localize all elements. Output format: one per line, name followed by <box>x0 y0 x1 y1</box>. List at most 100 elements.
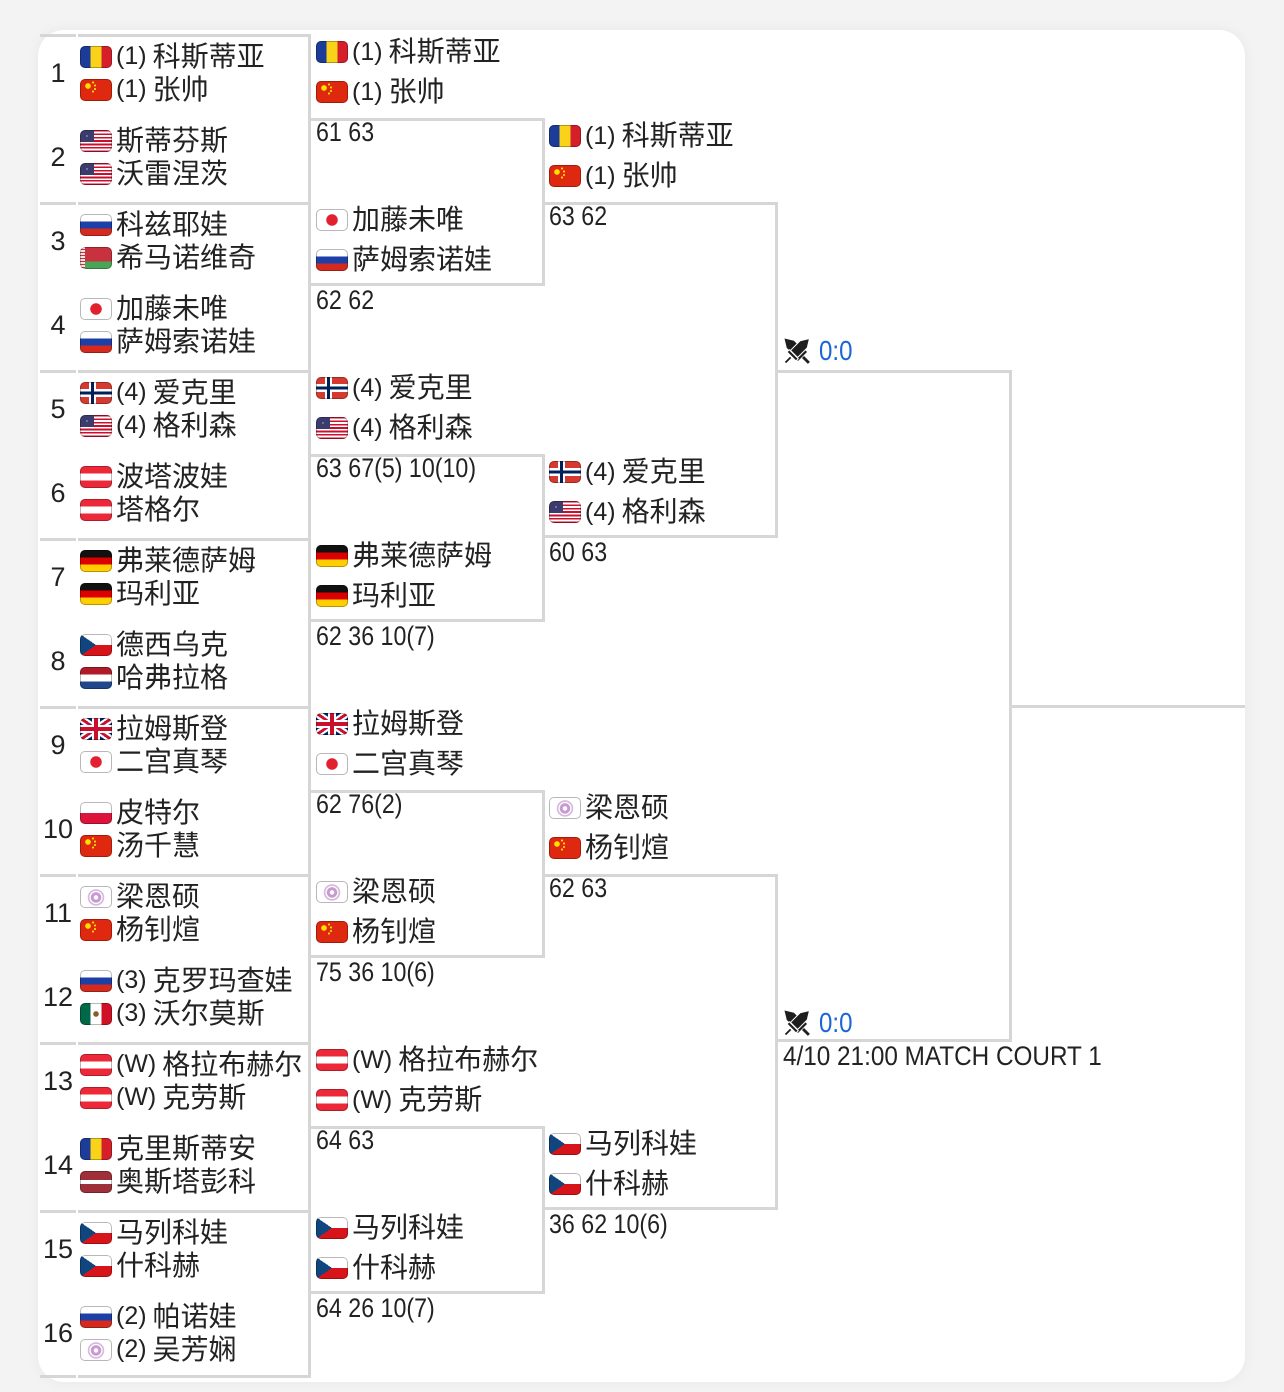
team-entry[interactable]: 弗莱德萨姆 玛利亚 62 36 10(7) <box>316 538 542 650</box>
team-players: (1)科斯蒂亚 (1)张帅 <box>549 116 734 196</box>
player-row: (4)格利森 <box>80 409 237 442</box>
team-entry[interactable]: (W)格拉布赫尔 (W)克劳斯 <box>80 1042 308 1126</box>
player-row: 什科赫 <box>80 1249 228 1282</box>
match-box <box>78 34 311 202</box>
flag-icon <box>80 1053 112 1076</box>
player-row: 克里斯蒂安 <box>80 1132 256 1165</box>
team-entry[interactable]: 加藤未唯 萨姆索诺娃 <box>80 286 308 370</box>
team-entry[interactable]: 梁恩硕 杨钊煊 75 36 10(6) <box>316 872 542 986</box>
player-name: 加藤未唯 <box>116 292 229 325</box>
player-name: 玛利亚 <box>116 577 201 610</box>
player-name: 科斯蒂亚 <box>621 119 734 152</box>
team-entry[interactable]: 德西乌克 哈弗拉格 <box>80 622 308 706</box>
team-players: 波塔波娃 塔格尔 <box>80 460 228 526</box>
draw-position-number: 5 <box>50 393 66 424</box>
team-players: (W)格拉布赫尔 (W)克劳斯 <box>80 1048 302 1114</box>
match-box <box>545 202 778 538</box>
team-entry[interactable]: 波塔波娃 塔格尔 <box>80 454 308 538</box>
team-entry[interactable]: 斯蒂芬斯 沃雷涅茨 <box>80 118 308 202</box>
flag-icon <box>80 633 112 656</box>
flag-icon <box>80 381 112 404</box>
match-score: 64 63 <box>316 1126 384 1154</box>
flag-icon <box>549 837 581 859</box>
team-entry[interactable]: (4)爱克里 (4)格利森 <box>80 370 308 454</box>
team-entry[interactable]: 马列科娃 什科赫 36 62 10(6) <box>549 1126 775 1238</box>
player-row: 梁恩硕 <box>316 872 436 912</box>
draw-position-number: 10 <box>42 813 74 844</box>
player-name: 沃尔莫斯 <box>152 997 265 1030</box>
player-name: 梁恩硕 <box>116 880 201 913</box>
flag-icon <box>316 209 348 231</box>
player-row: 汤千慧 <box>80 829 200 862</box>
player-name: 弗莱德萨姆 <box>352 539 493 572</box>
match-box <box>778 370 1012 1042</box>
flag-icon <box>80 330 112 353</box>
flag-icon <box>80 1305 112 1328</box>
draw-position-number: 13 <box>42 1065 74 1096</box>
match-box <box>78 370 311 538</box>
team-entry[interactable]: 弗莱德萨姆 玛利亚 <box>80 538 308 622</box>
team-entry[interactable]: (1)科斯蒂亚 (1)张帅 63 62 <box>549 116 775 230</box>
flag-icon <box>80 1338 112 1361</box>
player-row: 德西乌克 <box>80 628 228 661</box>
match-box <box>78 874 311 1042</box>
player-name: 吴芳娴 <box>152 1333 237 1366</box>
score-text: 36 62 10(6) <box>549 1209 668 1239</box>
live-score: 0:0 <box>819 1007 853 1038</box>
divider <box>40 706 76 874</box>
flag-icon <box>316 921 348 943</box>
player-row: (W)克劳斯 <box>80 1081 302 1114</box>
player-row: (2)帕诺娃 <box>80 1300 237 1333</box>
player-row: (1)科斯蒂亚 <box>549 116 734 156</box>
team-entry[interactable]: 拉姆斯登 二宫真琴 <box>80 706 308 790</box>
player-row: 波塔波娃 <box>80 460 228 493</box>
match-box <box>311 118 545 286</box>
team-entry[interactable]: (1)科斯蒂亚 (1)张帅 61 63 <box>316 34 542 146</box>
player-name: 格拉布赫尔 <box>162 1048 303 1081</box>
player-name: 帕诺娃 <box>152 1300 237 1333</box>
team-entry[interactable]: 科兹耶娃 希马诺维奇 <box>80 202 308 286</box>
match-box <box>78 538 311 706</box>
draw-position-number: 9 <box>50 729 66 760</box>
team-entry[interactable]: 梁恩硕 杨钊煊 62 63 <box>549 790 775 902</box>
score-text: 64 63 <box>316 1125 375 1155</box>
final-slot[interactable]: 0:0 <box>782 286 1008 370</box>
player-row: 玛利亚 <box>80 577 256 610</box>
player-row: 梁恩硕 <box>80 880 200 913</box>
player-row: 拉姆斯登 <box>316 704 464 744</box>
player-row: (W)克劳斯 <box>316 1080 538 1120</box>
team-entry[interactable]: (W)格拉布赫尔 (W)克劳斯 64 63 <box>316 1042 542 1154</box>
player-name: 萨姆索诺娃 <box>352 243 493 276</box>
team-entry[interactable]: (3)克罗玛查娃 (3)沃尔莫斯 <box>80 958 308 1042</box>
match-score: 63 67(5) 10(10) <box>316 454 502 482</box>
team-players: (4)爱克里 (4)格利森 <box>549 452 706 532</box>
flag-icon <box>549 461 581 483</box>
player-name: 玛利亚 <box>352 579 437 612</box>
seed-label: (1) <box>116 75 147 103</box>
team-entry[interactable]: (4)爱克里 (4)格利森 60 63 <box>549 452 775 566</box>
team-entry[interactable]: (4)爱克里 (4)格利森 63 67(5) 10(10) <box>316 370 542 482</box>
team-players: 拉姆斯登 二宫真琴 <box>80 712 228 778</box>
team-entry[interactable]: 克里斯蒂安 奥斯塔彭科 <box>80 1126 308 1210</box>
final-slot[interactable]: 0:0 4/10 21:00 MATCH COURT 1 <box>782 958 1102 1070</box>
team-entry[interactable]: 马列科娃 什科赫 <box>80 1210 308 1294</box>
player-name: 马列科娃 <box>116 1216 229 1249</box>
team-entry[interactable]: 拉姆斯登 二宫真琴 62 76(2) <box>316 704 542 818</box>
team-entry[interactable]: (1)科斯蒂亚 (1)张帅 <box>80 34 308 118</box>
team-entry[interactable]: (2)帕诺娃 (2)吴芳娴 <box>80 1294 308 1378</box>
divider <box>40 34 76 202</box>
player-row: 萨姆索诺娃 <box>316 240 492 280</box>
team-entry[interactable]: 皮特尔 汤千慧 <box>80 790 308 874</box>
player-row: 加藤未唯 <box>80 292 256 325</box>
team-entry[interactable]: 马列科娃 什科赫 64 26 10(7) <box>316 1210 542 1322</box>
match-box <box>78 1042 311 1210</box>
seed-label: (2) <box>116 1302 147 1330</box>
score-text: 61 63 <box>316 117 375 147</box>
team-players: (2)帕诺娃 (2)吴芳娴 <box>80 1300 237 1366</box>
team-entry[interactable]: 梁恩硕 杨钊煊 <box>80 874 308 958</box>
flag-icon <box>80 1086 112 1109</box>
flag-icon <box>80 801 112 824</box>
team-entry[interactable]: 加藤未唯 萨姆索诺娃 62 62 <box>316 202 542 314</box>
score-text: 64 26 10(7) <box>316 1293 435 1323</box>
player-row: 斯蒂芬斯 <box>80 124 228 157</box>
